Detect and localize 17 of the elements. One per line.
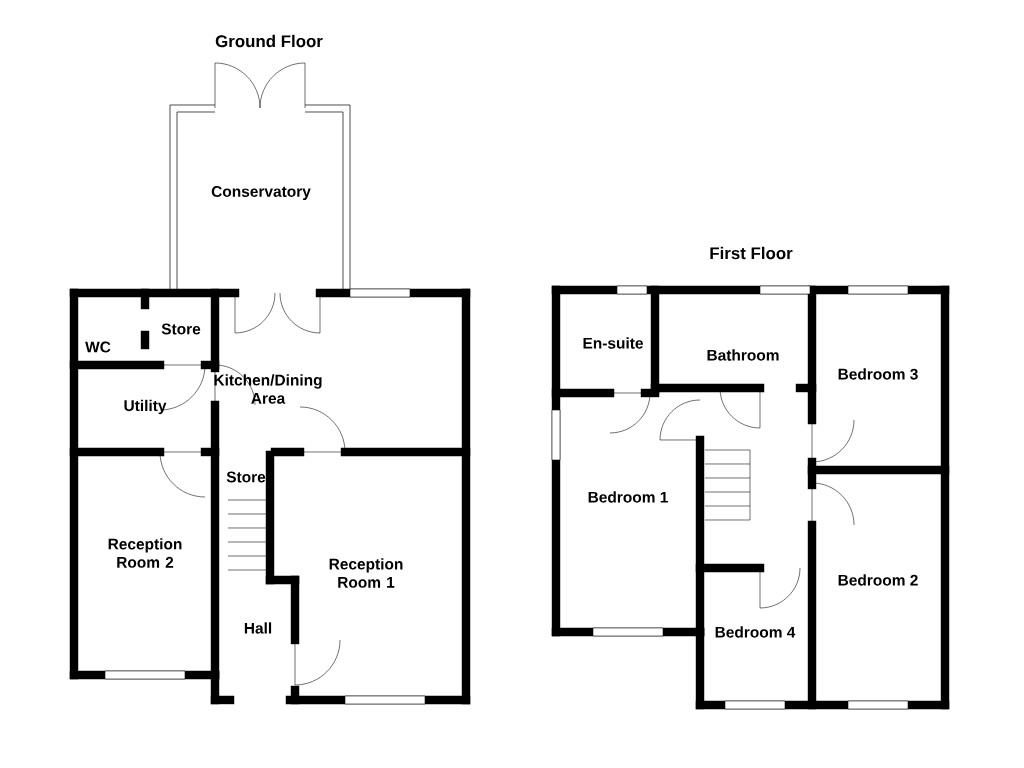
room-label: Bedroom 4	[715, 626, 796, 638]
room-label: Bedroom 2	[838, 574, 918, 586]
room-label: Utility	[124, 399, 167, 415]
room-label: Bathroom	[707, 349, 779, 361]
room-label: Conservatory	[211, 186, 311, 200]
room-label: Hall	[244, 622, 272, 634]
room-label: Reception Room 1	[329, 558, 403, 588]
room-label: Bedroom 3	[838, 368, 918, 380]
room-label: Kitchen/Dining Area	[214, 374, 322, 404]
room-label: Bedroom 1	[588, 491, 668, 503]
room-label: WC	[85, 341, 111, 353]
room-label: Store	[161, 323, 201, 335]
room-label: En-suite	[583, 337, 643, 349]
floor-heading: First Floor	[710, 246, 793, 260]
room-label: Reception Room 2	[108, 538, 182, 568]
room-label: Store	[226, 471, 266, 483]
floor-heading: Ground Floor	[215, 34, 323, 48]
